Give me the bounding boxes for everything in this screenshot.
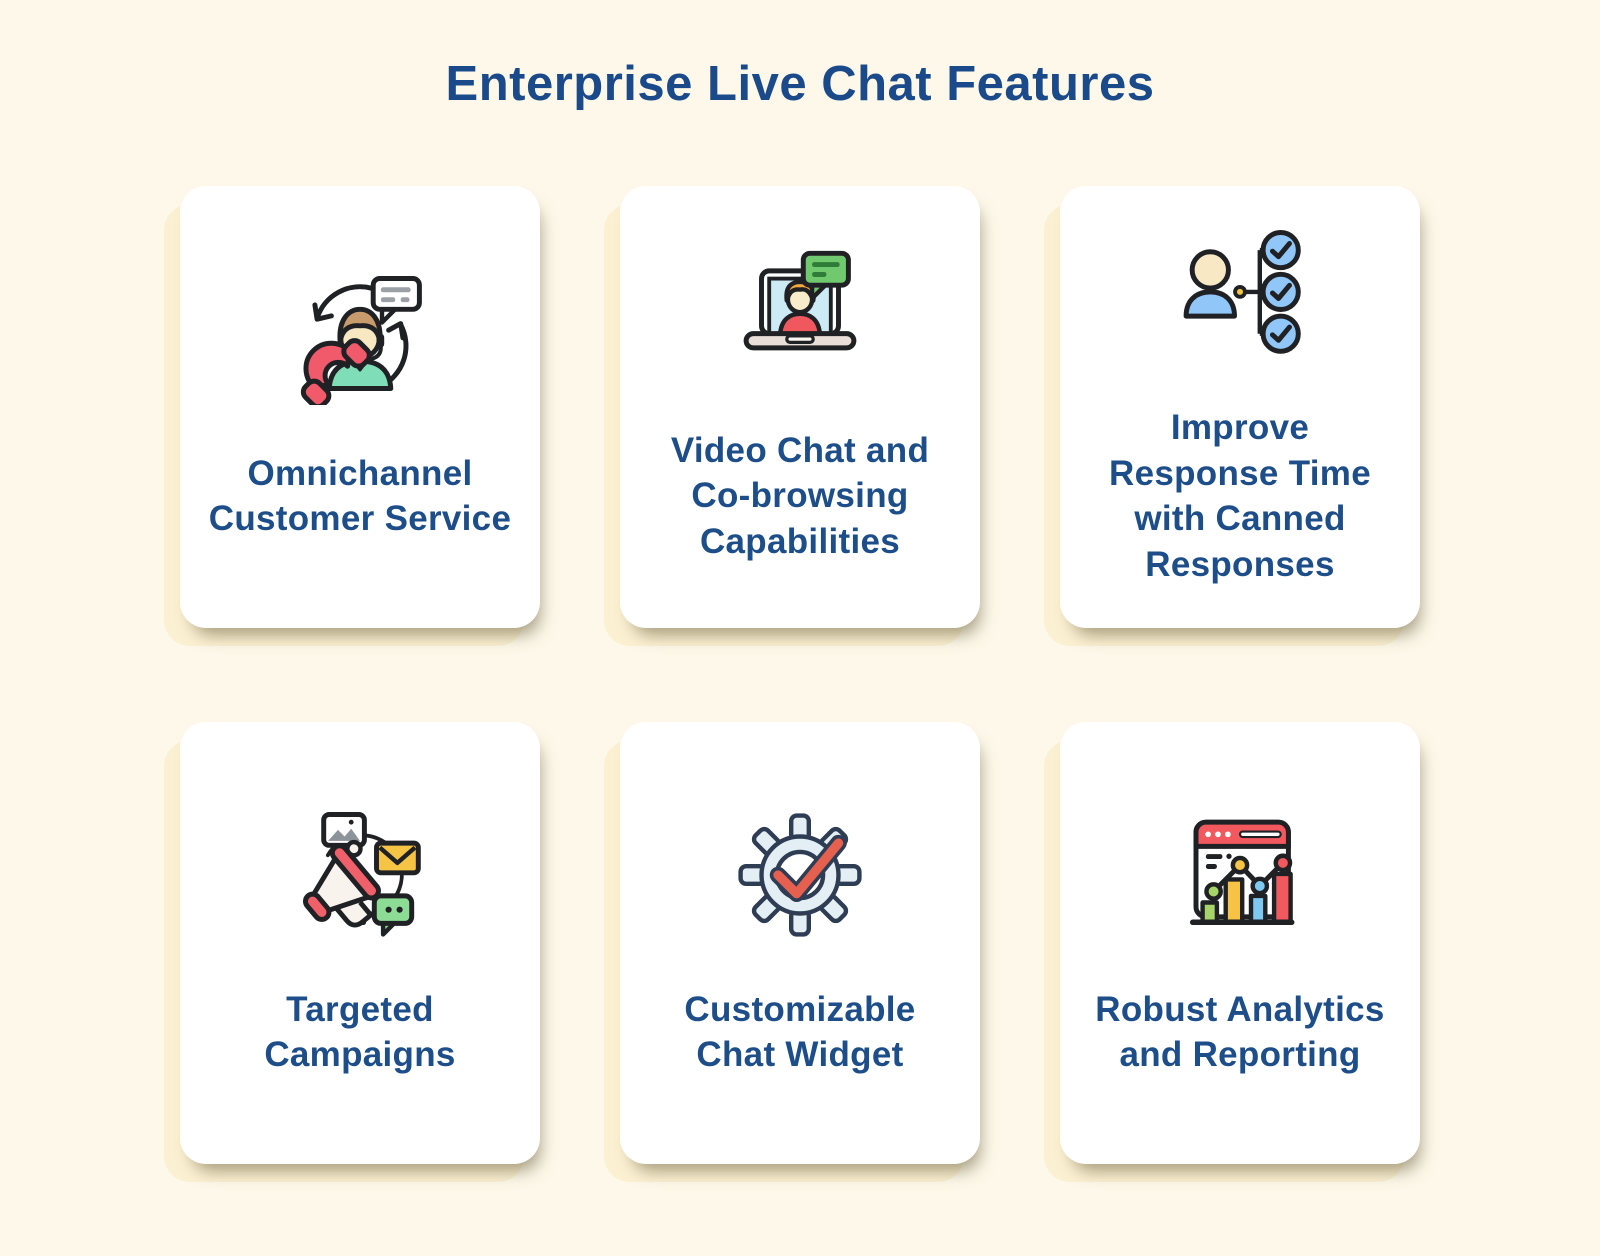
feature-card-chat-widget: Customizable Chat Widget — [620, 722, 980, 1164]
feature-card-label: Improve Response Time with Canned Respon… — [1109, 408, 1371, 584]
feature-card-label: Omnichannel Customer Service — [208, 453, 512, 539]
feature-card-grid: Omnichannel Customer Service — [180, 186, 1420, 1164]
canned-responses-icon — [1174, 227, 1306, 359]
feature-card-label: Customizable Chat Widget — [684, 989, 916, 1075]
video-chat-co-browsing-icon — [734, 250, 866, 382]
feature-card-label: Robust Analytics and Reporting — [1095, 989, 1385, 1075]
page-title: Enterprise Live Chat Features — [445, 57, 1155, 111]
feature-card-video-chat: Video Chat and Co-browsing Capabilities — [620, 186, 980, 628]
feature-card-targeted-campaigns: Targeted Campaigns — [180, 722, 540, 1164]
customizable-chat-widget-icon — [734, 809, 866, 941]
targeted-campaigns-icon — [294, 809, 426, 941]
feature-card-label: Video Chat and Co-browsing Capabilities — [670, 430, 930, 561]
omnichannel-customer-service-icon — [294, 273, 426, 405]
feature-card-canned-responses: Improve Response Time with Canned Respon… — [1060, 186, 1420, 628]
feature-card-analytics: Robust Analytics and Reporting — [1060, 722, 1420, 1164]
robust-analytics-reporting-icon — [1174, 809, 1306, 941]
feature-card-omnichannel: Omnichannel Customer Service — [180, 186, 540, 628]
feature-card-label: Targeted Campaigns — [264, 989, 456, 1075]
